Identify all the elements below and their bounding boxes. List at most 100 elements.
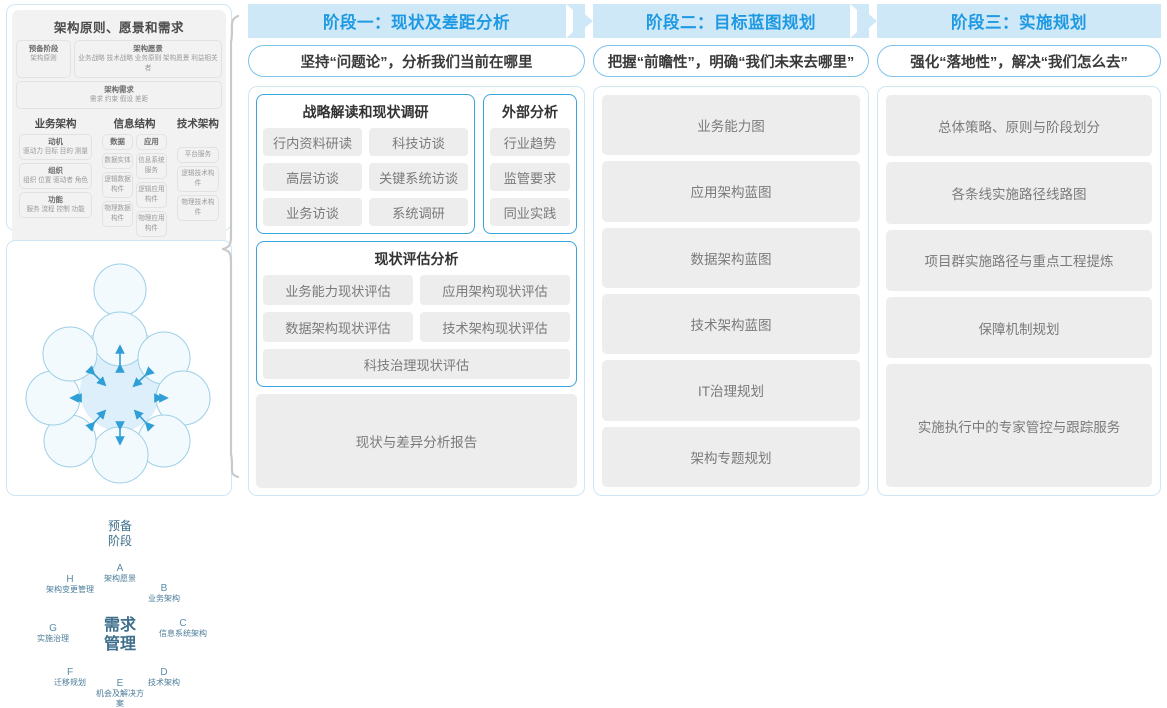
chip-item[interactable]: 实施执行中的专家管控与跟踪服务 (886, 364, 1152, 487)
info-subcolumns: 数据 数据实体 逻辑数据构件 物理数据构件 (102, 134, 167, 237)
box-sub: 架构原则 (30, 55, 57, 62)
info-data-column: 数据 数据实体 逻辑数据构件 物理数据构件 (102, 134, 133, 237)
phase-3-subtitle: 强化“落地性”，解决“我们怎么去” (877, 45, 1161, 77)
cell-head: 应用 (143, 137, 159, 146)
column-title: 业务架构 (34, 118, 77, 130)
card-title: 战略解读和现状调研 (302, 104, 429, 120)
chip-row: 高层访谈 关键系统访谈 (263, 163, 468, 191)
chip-item[interactable]: 业务能力图 (602, 95, 860, 156)
chip-item[interactable]: 技术架构现状评估 (420, 312, 570, 342)
togaf-architecture-requirements-box: 架构需求 需求 约束 假设 差距 (16, 81, 222, 109)
brace-connector-icon (222, 14, 240, 479)
phase-1-banner: 阶段一：现状及差距分析 (248, 4, 586, 38)
phase-3-banner-text: 阶段三：实施规划 (951, 14, 1087, 32)
column-cells: 平台服务 逻辑技术构件 物理技术构件 (176, 134, 219, 221)
cell-head: 组织 (48, 166, 63, 175)
togaf-cell: 逻辑应用构件 (135, 182, 167, 208)
chip-item[interactable]: IT治理规划 (602, 360, 860, 421)
cell-sub: 物理技术构件 (181, 199, 215, 216)
card-items: 行业趋势 监管要求 同业实践 (490, 128, 570, 226)
togaf-three-columns: 业务架构 动机 驱动力 目标 目的 测量 组织 组织 位置 驱动者 角色 (16, 113, 222, 240)
chip-item[interactable]: 业务访谈 (263, 198, 362, 226)
phase-1-subtitle: 坚持“问题论”，分析我们当前在哪里 (248, 45, 585, 77)
card-items: 业务能力现状评估 应用架构现状评估 数据架构现状评估 技术架构现状评估 科技治理… (263, 275, 570, 379)
chip-item[interactable]: 监管要求 (490, 163, 570, 191)
box-head: 架构需求 (104, 85, 134, 94)
chip-item[interactable]: 项目群实施路径与重点工程提炼 (886, 229, 1152, 291)
chip-row: 科技治理现状评估 (263, 349, 570, 379)
adm-node-prep (93, 263, 147, 317)
phase-3-body: 总体策略、原则与阶段划分 各条线实施路径线路图 项目群实施路径与重点工程提炼 保… (877, 86, 1161, 496)
adm-label-e: E 机会及解决方案 (96, 678, 144, 708)
togaf-prep-phase-box: 预备阶段 架构原则 (16, 40, 71, 78)
cell-sub: 信息系统服务 (138, 157, 165, 174)
togaf-cell: 数据 (102, 134, 133, 150)
togaf-cell: 物理技术构件 (176, 195, 219, 221)
chip-item[interactable]: 同业实践 (490, 198, 570, 226)
adm-label-a: A 架构愿景 (104, 563, 136, 583)
chip-item[interactable]: 各条线实施路径线路图 (886, 162, 1152, 224)
chip-item[interactable]: 数据架构现状评估 (263, 312, 413, 342)
cell-sub: 逻辑应用构件 (138, 186, 165, 203)
phase-2-body: 业务能力图 应用架构蓝图 数据架构蓝图 技术架构蓝图 IT治理规划 架构专题规划 (593, 86, 869, 496)
togaf-column-business: 业务架构 动机 驱动力 目标 目的 测量 组织 组织 位置 驱动者 角色 (16, 113, 96, 240)
chip-item[interactable]: 业务能力现状评估 (263, 275, 413, 305)
cell-sub: 物理应用构件 (138, 215, 165, 232)
togaf-cell: 物理数据构件 (102, 201, 133, 227)
phase-1-card-assessment: 现状评估分析 业务能力现状评估 应用架构现状评估 数据架构现状评估 技术架构现状… (256, 241, 577, 387)
phase-3-column: 阶段三：实施规划 强化“落地性”，解决“我们怎么去” 总体策略、原则与阶段划分 … (857, 4, 1161, 496)
chip-item[interactable]: 技术架构蓝图 (602, 293, 860, 355)
cell-head: 功能 (48, 195, 63, 204)
chip-item[interactable]: 系统调研 (369, 198, 468, 226)
cell-head: 动机 (48, 137, 63, 146)
togaf-column-technology: 技术架构 平台服务 逻辑技术构件 物理技术构件 (173, 113, 222, 240)
phase-1-banner-text: 阶段一：现状及差距分析 (323, 14, 510, 32)
cell-sub: 组织 位置 驱动者 角色 (23, 177, 88, 184)
phase-1-report-chip[interactable]: 现状与差异分析报告 (256, 394, 577, 488)
adm-label-f: F 迁移规划 (54, 667, 86, 687)
cell-sub: 驱动力 目标 目的 测量 (23, 148, 88, 155)
chevron-notch-left-icon (857, 4, 877, 38)
chip-item[interactable]: 数据架构蓝图 (602, 227, 860, 288)
adm-node-h (42, 326, 98, 382)
cell-sub: 平台服务 (184, 151, 212, 158)
togaf-cell: 组织 组织 位置 驱动者 角色 (19, 163, 93, 189)
cell-sub: 逻辑技术构件 (181, 170, 215, 187)
box-head: 架构愿景 (133, 44, 163, 53)
cell-sub: 数据实体 (104, 157, 131, 164)
box-head: 预备阶段 (28, 44, 59, 53)
column-title: 信息结构 (113, 118, 156, 130)
chip-item[interactable]: 科技访谈 (369, 128, 468, 156)
chip-item[interactable]: 行内资料研读 (263, 128, 362, 156)
adm-center-label: 需求 管理 (103, 617, 136, 653)
togaf-cell: 动机 驱动力 目标 目的 测量 (19, 134, 93, 160)
phase-1-card-strategy-wrap: 战略解读和现状调研 行内资料研读 科技访谈 高层访谈 关键系统访谈 (256, 94, 475, 234)
chip-item[interactable]: 保障机制规划 (886, 296, 1152, 359)
togaf-architecture-vision-box: 架构愿景 业务战略 技术战略 业务原则 架构愿景 利益相关者 (74, 40, 222, 78)
chip-item[interactable]: 架构专题规划 (602, 426, 860, 487)
togaf-cell: 平台服务 (176, 147, 219, 163)
phase-1-top-row: 战略解读和现状调研 行内资料研读 科技访谈 高层访谈 关键系统访谈 (256, 94, 577, 234)
togaf-cell: 物理应用构件 (135, 211, 167, 237)
chip-item[interactable]: 关键系统访谈 (369, 163, 468, 191)
chip-row: 数据架构现状评估 技术架构现状评估 (263, 312, 570, 342)
chip-item[interactable]: 总体策略、原则与阶段划分 (886, 95, 1152, 157)
chip-item[interactable]: 应用架构蓝图 (602, 161, 860, 222)
phase-1-card-external-wrap: 外部分析 行业趋势 监管要求 同业实践 (483, 94, 577, 234)
phase-3-banner: 阶段三：实施规划 (857, 4, 1161, 38)
card-items: 行内资料研读 科技访谈 高层访谈 关键系统访谈 业务访谈 系统调研 (263, 128, 468, 226)
chip-row: 行内资料研读 科技访谈 (263, 128, 468, 156)
chip-item[interactable]: 行业趋势 (490, 128, 570, 156)
architecture-roadmap-diagram: 架构原则、愿景和需求 预备阶段 架构原则 架构愿景 业务战略 技术战略 业务原则… (6, 4, 1161, 708)
adm-label-b: B 业务架构 (148, 583, 180, 603)
chip-item[interactable]: 应用架构现状评估 (420, 275, 570, 305)
phase-1-card-strategy: 战略解读和现状调研 行内资料研读 科技访谈 高层访谈 关键系统访谈 (256, 94, 475, 234)
left-column: 架构原则、愿景和需求 预备阶段 架构原则 架构愿景 业务战略 技术战略 业务原则… (6, 4, 234, 708)
togaf-column-information: 信息结构 数据 数据实体 逻辑数据构件 (99, 113, 170, 240)
adm-label-d: D 技术架构 (148, 667, 180, 687)
chevron-notch-left-icon (573, 4, 593, 38)
phase-1-card-external: 外部分析 行业趋势 监管要求 同业实践 (483, 94, 577, 234)
chip-item[interactable]: 科技治理现状评估 (263, 349, 570, 379)
chip-item[interactable]: 高层访谈 (263, 163, 362, 191)
card-title: 外部分析 (502, 104, 558, 120)
